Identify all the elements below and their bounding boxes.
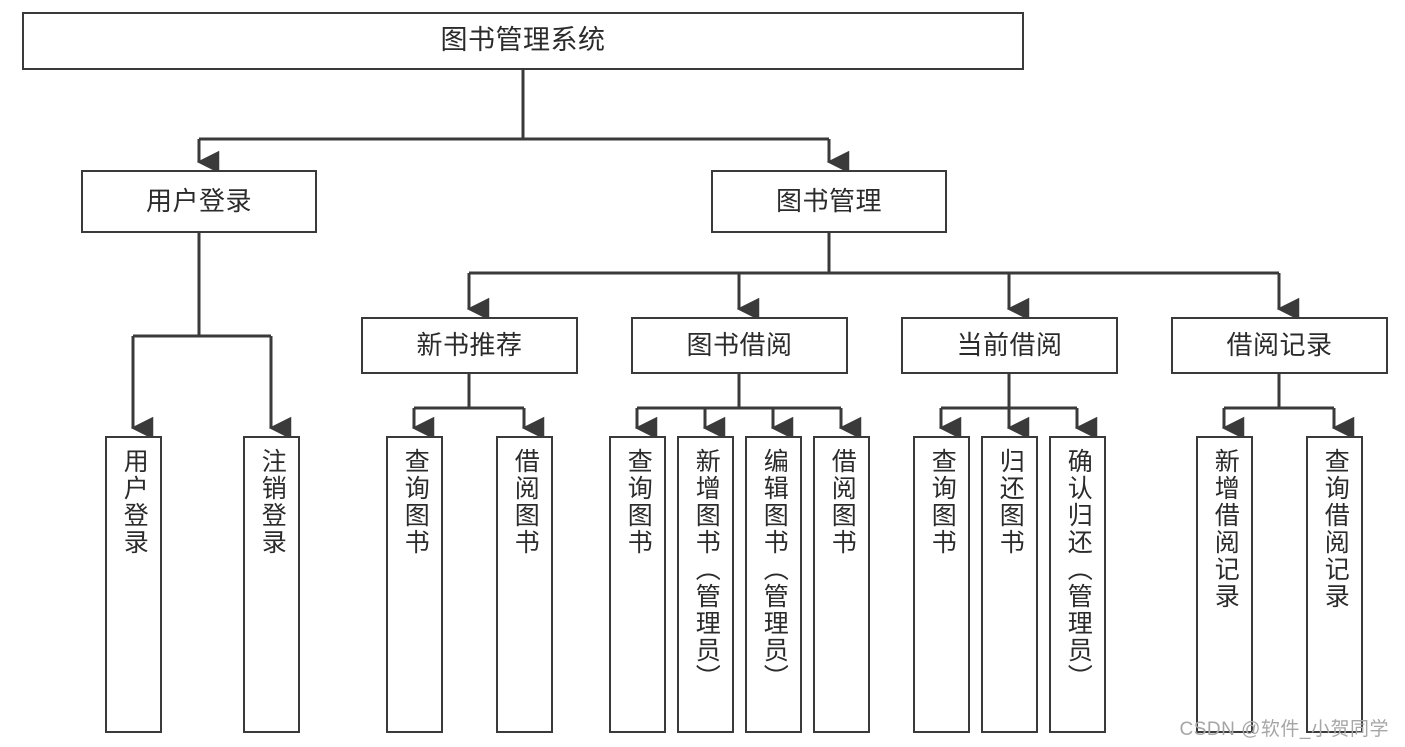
- node-label: 用户登录: [145, 186, 252, 217]
- node-label: 图书管理系统: [440, 25, 606, 56]
- node-label: 编辑图书（管理员）: [760, 448, 789, 691]
- node-label: 用户登录: [120, 448, 149, 556]
- node-label: 新书推荐: [416, 330, 523, 361]
- leaf-record-query-record[interactable]: 查询借阅记录: [1306, 436, 1363, 733]
- leaf-recommend-borrow-book[interactable]: 借阅图书: [496, 436, 553, 733]
- node-label: 图书管理: [775, 186, 882, 217]
- leaf-borrow-add-book-admin[interactable]: 新增图书（管理员）: [677, 436, 734, 733]
- node-current-borrow[interactable]: 当前借阅: [901, 317, 1118, 374]
- leaf-recommend-query-book[interactable]: 查询图书: [386, 436, 443, 733]
- node-label: 查询借阅记录: [1321, 448, 1350, 610]
- node-book-management[interactable]: 图书管理: [711, 170, 947, 233]
- node-book-borrow[interactable]: 图书借阅: [631, 317, 848, 374]
- leaf-borrow-query-book[interactable]: 查询图书: [609, 436, 666, 733]
- node-label: 查询图书: [624, 448, 653, 556]
- node-label: 借阅图书: [828, 448, 857, 556]
- leaf-borrow-borrow-book[interactable]: 借阅图书: [813, 436, 870, 733]
- leaf-record-add-record[interactable]: 新增借阅记录: [1196, 436, 1253, 733]
- node-label: 图书借阅: [686, 330, 793, 361]
- node-label: 借阅记录: [1226, 330, 1333, 361]
- node-new-book-recommend[interactable]: 新书推荐: [361, 317, 578, 374]
- leaf-user-login-login[interactable]: 用户登录: [105, 436, 162, 733]
- leaf-user-login-logout[interactable]: 注销登录: [243, 436, 300, 733]
- node-user-login[interactable]: 用户登录: [81, 170, 317, 233]
- node-label: 注销登录: [258, 448, 287, 556]
- node-label: 当前借阅: [956, 330, 1063, 361]
- leaf-current-query-book[interactable]: 查询图书: [913, 436, 970, 733]
- node-label: 借阅图书: [511, 448, 540, 556]
- leaf-borrow-edit-book-admin[interactable]: 编辑图书（管理员）: [745, 436, 802, 733]
- node-label: 归还图书: [996, 448, 1025, 556]
- node-label: 确认归还（管理员）: [1064, 448, 1093, 691]
- node-label: 新增图书（管理员）: [692, 448, 721, 691]
- node-label: 新增借阅记录: [1211, 448, 1240, 610]
- node-label: 查询图书: [928, 448, 957, 556]
- node-root-system[interactable]: 图书管理系统: [22, 12, 1024, 70]
- leaf-current-confirm-return-admin[interactable]: 确认归还（管理员）: [1049, 436, 1106, 733]
- leaf-current-return-book[interactable]: 归还图书: [981, 436, 1038, 733]
- node-borrow-record[interactable]: 借阅记录: [1171, 317, 1388, 374]
- node-label: 查询图书: [401, 448, 430, 556]
